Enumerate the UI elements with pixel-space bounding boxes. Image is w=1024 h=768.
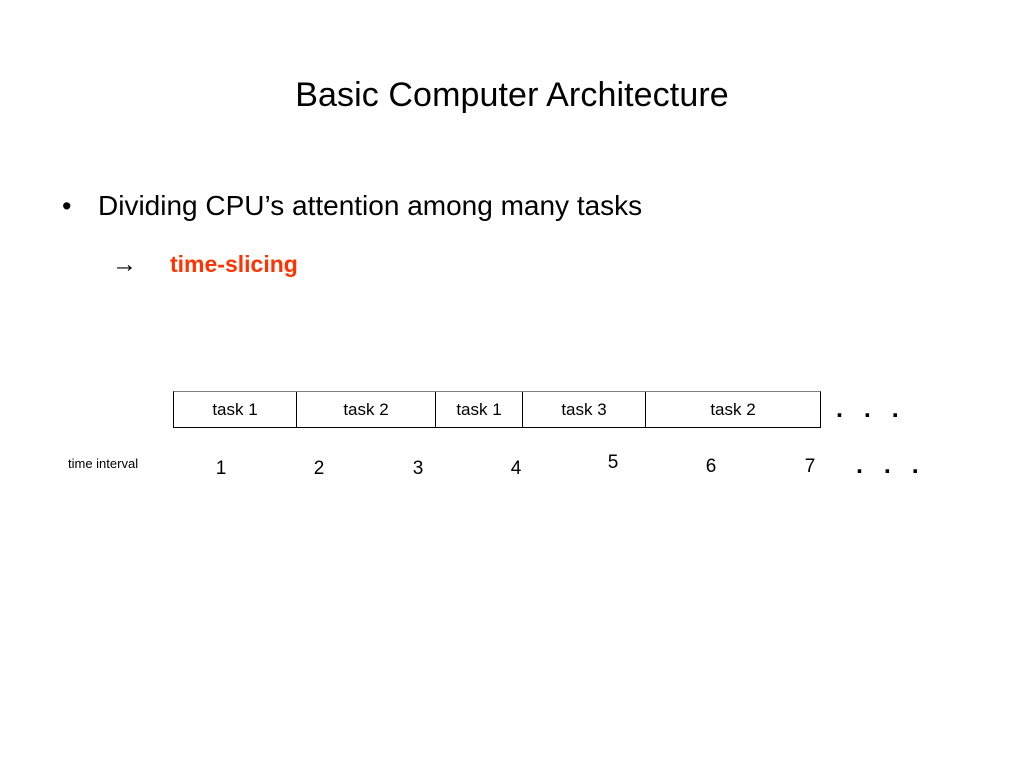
timeline-slice: task 3 (523, 392, 646, 427)
page-title: Basic Computer Architecture (295, 76, 729, 114)
time-interval-tick: 1 (215, 458, 227, 479)
arrow-right-icon: → (112, 250, 137, 278)
bullet-point-icon: • (62, 191, 72, 221)
time-interval-tick: 6 (705, 456, 717, 477)
bullet-item-label: Dividing CPU’s attention among many task… (98, 190, 643, 221)
timeline-slice-label: task 1 (212, 399, 258, 419)
timeline-slice-label: task 1 (456, 399, 502, 419)
time-interval-tick: 5 (607, 452, 619, 473)
time-interval-tick: 2 (313, 458, 325, 479)
time-interval-tick: 3 (412, 458, 424, 479)
timeline-slice: task 2 (297, 392, 436, 427)
sub-bullet-label: time-slicing (170, 251, 298, 277)
ticks-continuation-ellipsis: . . . (856, 451, 926, 479)
timeline-slice: task 1 (436, 392, 523, 427)
time-interval-tick: 4 (510, 458, 522, 479)
time-interval-axis-label: time interval (68, 456, 139, 471)
bullet-item: • Dividing CPU’s attention among many ta… (62, 188, 642, 224)
sub-bullet-item: → time-slicing (112, 248, 298, 280)
timeline-slice-label: task 3 (561, 399, 607, 419)
timeline-continuation-ellipsis: . . . (836, 395, 906, 423)
timeline-slice: task 1 (174, 392, 297, 427)
timeline-slice: task 2 (646, 392, 820, 427)
time-slicing-timeline: task 1 task 2 task 1 task 3 task 2 (173, 391, 821, 428)
timeline-slice-label: task 2 (710, 399, 756, 419)
timeline-slice-label: task 2 (343, 399, 389, 419)
time-interval-tick: 7 (804, 456, 816, 477)
